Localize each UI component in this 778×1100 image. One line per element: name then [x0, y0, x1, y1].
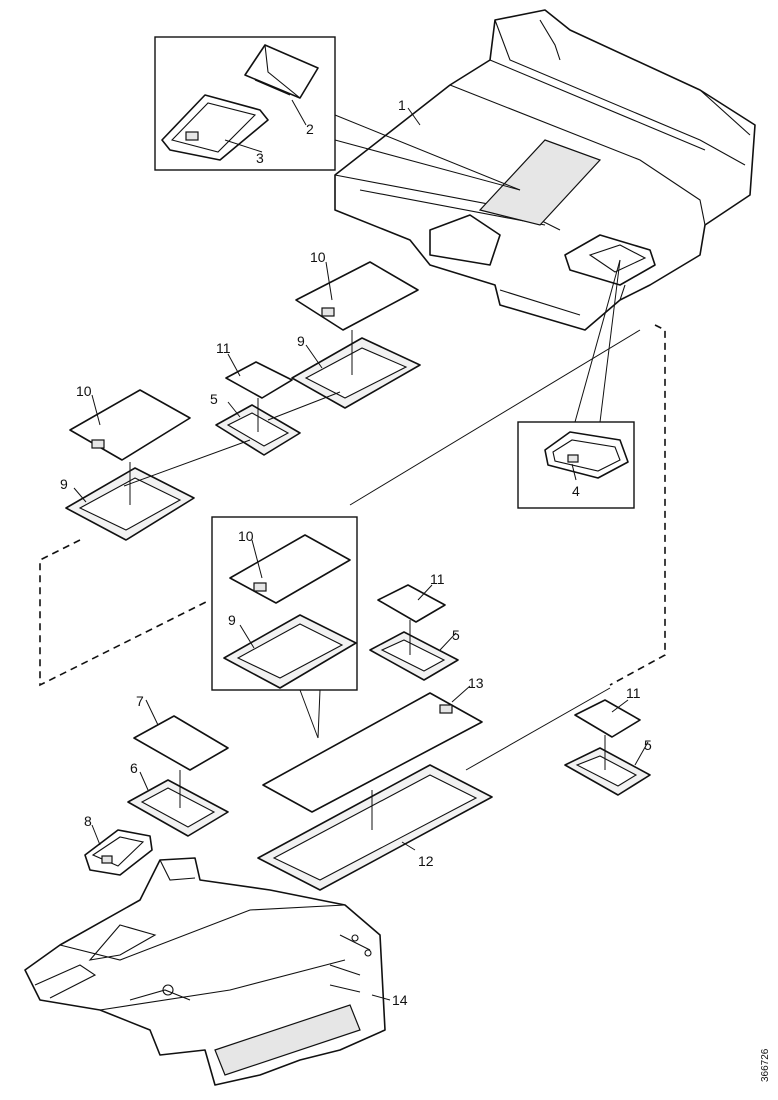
dashed-boundary [39, 324, 666, 771]
callout-11-right: 11 [626, 685, 641, 701]
callout-14: 14 [392, 992, 408, 1008]
inset-pointer-top [334, 114, 521, 191]
lower-floor-assembly [24, 857, 386, 1086]
callout-11-mid: 11 [430, 571, 445, 587]
callout-9-left: 9 [60, 476, 68, 492]
callout-10-inset: 10 [238, 528, 254, 544]
callout-1: 1 [398, 97, 406, 113]
callout-13: 13 [468, 675, 484, 691]
callout-labels: 1 2 3 4 10 9 11 5 10 9 10 9 11 5 13 11 5… [60, 97, 652, 1008]
inset-box-middle [211, 516, 358, 739]
callout-3: 3 [256, 150, 264, 166]
middle-parts-group [65, 261, 421, 541]
right-small-parts [369, 584, 651, 796]
callout-9-inset: 9 [228, 612, 236, 628]
callout-9-upper: 9 [297, 333, 305, 349]
callout-4: 4 [572, 483, 580, 499]
callout-10-upper: 10 [310, 249, 326, 265]
callout-10-left: 10 [76, 383, 92, 399]
callout-2: 2 [306, 121, 314, 137]
callout-6: 6 [130, 760, 138, 776]
callout-leaders [73, 99, 649, 1001]
callout-12: 12 [418, 853, 434, 869]
callout-8: 8 [84, 813, 92, 829]
inset-box-top [154, 36, 336, 171]
callout-7: 7 [136, 693, 144, 709]
upper-floor-assembly [334, 9, 756, 331]
callout-11-upper: 11 [216, 340, 231, 356]
callout-5-upper: 5 [210, 391, 218, 407]
inset-box-part-4 [517, 259, 635, 509]
callout-5-mid: 5 [452, 627, 460, 643]
callout-5-right: 5 [644, 737, 652, 753]
reference-code: 366726 [760, 1048, 771, 1082]
lower-parts-group [84, 692, 493, 891]
